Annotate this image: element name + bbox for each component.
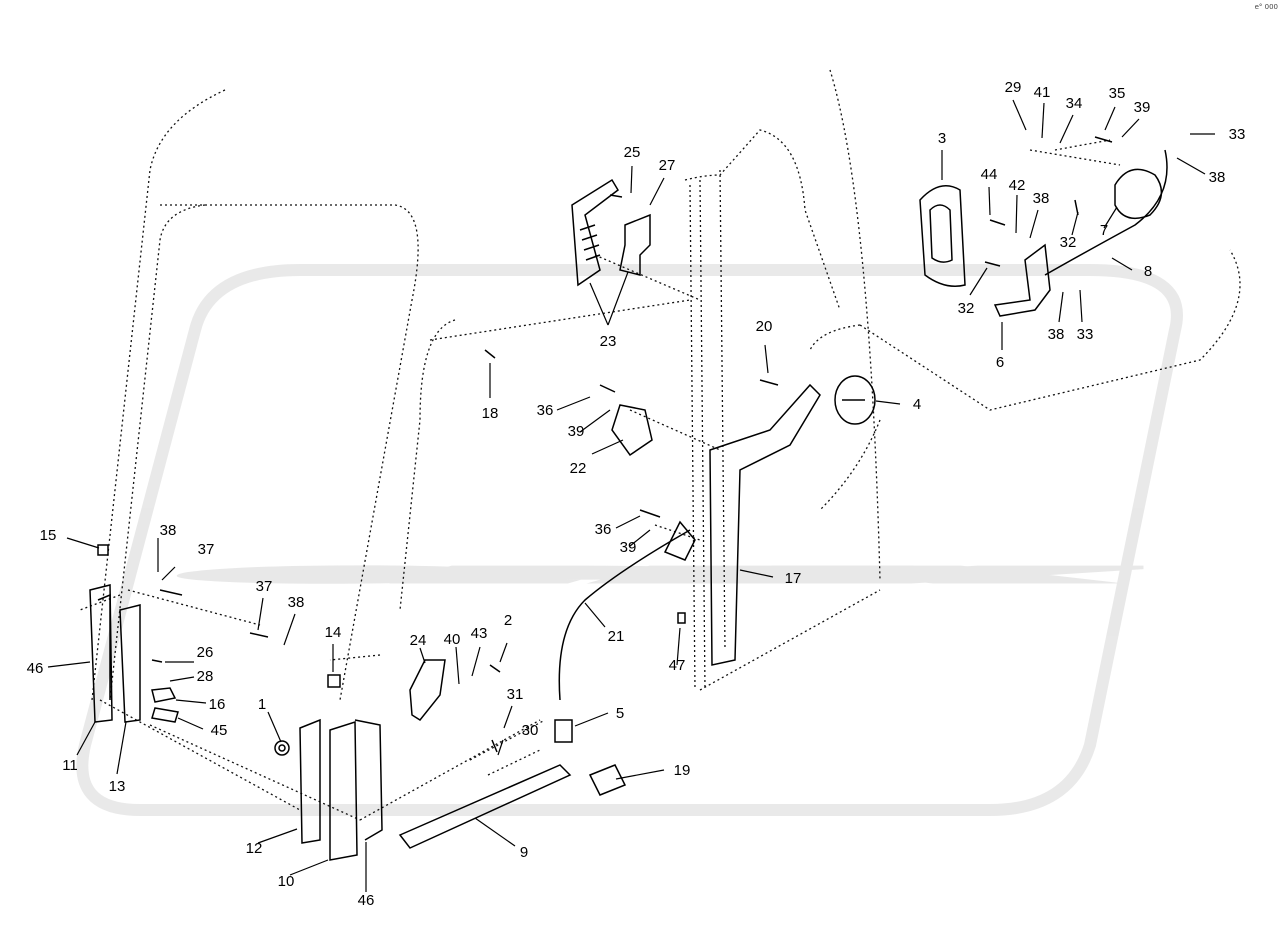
part-15-clip: [97, 544, 109, 556]
callout-12: 12: [246, 840, 263, 857]
callout-39-a: 39: [1134, 99, 1151, 116]
part-14-clip: [327, 674, 341, 688]
part-22-plate: [611, 404, 653, 457]
callout-19: 19: [674, 762, 691, 779]
part-4-knob: [834, 375, 876, 425]
part-16-latch: [151, 687, 177, 703]
callout-3: 3: [938, 130, 946, 147]
callout-37-a: 37: [198, 541, 215, 558]
callout-20: 20: [756, 318, 773, 335]
callout-4: 4: [913, 396, 921, 413]
callout-32-a: 32: [1060, 234, 1077, 251]
leader-lines: [47, 99, 1215, 892]
callout-34: 34: [1066, 95, 1083, 112]
part-10-rail: [329, 720, 358, 861]
callout-10: 10: [278, 873, 295, 890]
callout-47: 47: [669, 657, 686, 674]
part-24-bracket: [409, 659, 446, 721]
callout-5: 5: [616, 705, 624, 722]
callout-29: 29: [1005, 79, 1022, 96]
callout-44: 44: [981, 166, 998, 183]
callout-35: 35: [1109, 85, 1126, 102]
callout-37-b: 37: [256, 578, 273, 595]
parts: [89, 136, 1168, 861]
part-45-plate: [151, 707, 179, 723]
door-outline: [79, 69, 1241, 821]
callout-8: 8: [1144, 263, 1152, 280]
callout-15: 15: [40, 527, 57, 544]
callout-26: 26: [197, 644, 214, 661]
callout-31: 31: [507, 686, 524, 703]
callout-46-a: 46: [27, 660, 44, 677]
part-12-rail: [299, 718, 321, 844]
callout-2: 2: [504, 612, 512, 629]
callout-23: 23: [600, 333, 617, 350]
callout-39-b: 39: [568, 423, 585, 440]
callout-1: 1: [258, 696, 266, 713]
callout-18: 18: [482, 405, 499, 422]
callout-27: 27: [659, 157, 676, 174]
part-17-lever: [709, 383, 821, 666]
callout-40: 40: [444, 631, 461, 648]
callout-14: 14: [325, 624, 342, 641]
part-3-cover: [919, 185, 966, 287]
watermark: OPEX: [76, 264, 1183, 816]
part-9-plate: [398, 764, 572, 849]
callout-labels: 1 2 3 4 5 6 7 8 9 10 11 12 13 14 15 16 1…: [27, 79, 1246, 909]
part-13-rail: [119, 604, 141, 723]
callout-13: 13: [109, 778, 126, 795]
callout-38-e: 38: [1209, 169, 1226, 186]
callout-16: 16: [209, 696, 226, 713]
part-8-rod: [1044, 149, 1168, 276]
callout-25: 25: [624, 144, 641, 161]
callout-33-b: 33: [1077, 326, 1094, 343]
corner-code: e° 000: [1254, 3, 1278, 11]
callout-9: 9: [520, 844, 528, 861]
callout-46-b: 46: [358, 892, 375, 909]
callout-17: 17: [785, 570, 802, 587]
part-1-washer: [274, 740, 290, 756]
part-27-bracket: [619, 213, 651, 276]
part-21-rod: [558, 529, 691, 701]
part-1-washer-inner: [278, 744, 286, 752]
callout-38-c: 38: [1033, 190, 1050, 207]
callout-36-a: 36: [537, 402, 554, 419]
callout-28: 28: [197, 668, 214, 685]
callout-30: 30: [522, 722, 539, 739]
callout-36-b: 36: [595, 521, 612, 538]
part-19-block: [588, 764, 627, 796]
part-5-bushing: [554, 719, 573, 743]
part-11-rail: [89, 584, 113, 723]
callout-38-d: 38: [1048, 326, 1065, 343]
callout-38-b: 38: [288, 594, 305, 611]
callout-41: 41: [1034, 84, 1051, 101]
callout-39-c: 39: [620, 539, 637, 556]
callout-38-a: 38: [160, 522, 177, 539]
callout-32-b: 32: [958, 300, 975, 317]
part-7-lock: [1114, 168, 1163, 220]
callout-6: 6: [996, 354, 1004, 371]
callout-24: 24: [410, 632, 427, 649]
callout-33-a: 33: [1229, 126, 1246, 143]
callout-42: 42: [1009, 177, 1026, 194]
callout-21: 21: [608, 628, 625, 645]
callout-45: 45: [211, 722, 228, 739]
part-47-clip: [677, 612, 686, 624]
callout-43: 43: [471, 625, 488, 642]
part-6-bracket: [993, 243, 1051, 317]
part-23-handle: [571, 178, 619, 287]
callout-22: 22: [570, 460, 587, 477]
watermark-text: OPEX: [230, 566, 1076, 584]
callout-7: 7: [1100, 222, 1108, 239]
callout-11: 11: [62, 757, 78, 774]
